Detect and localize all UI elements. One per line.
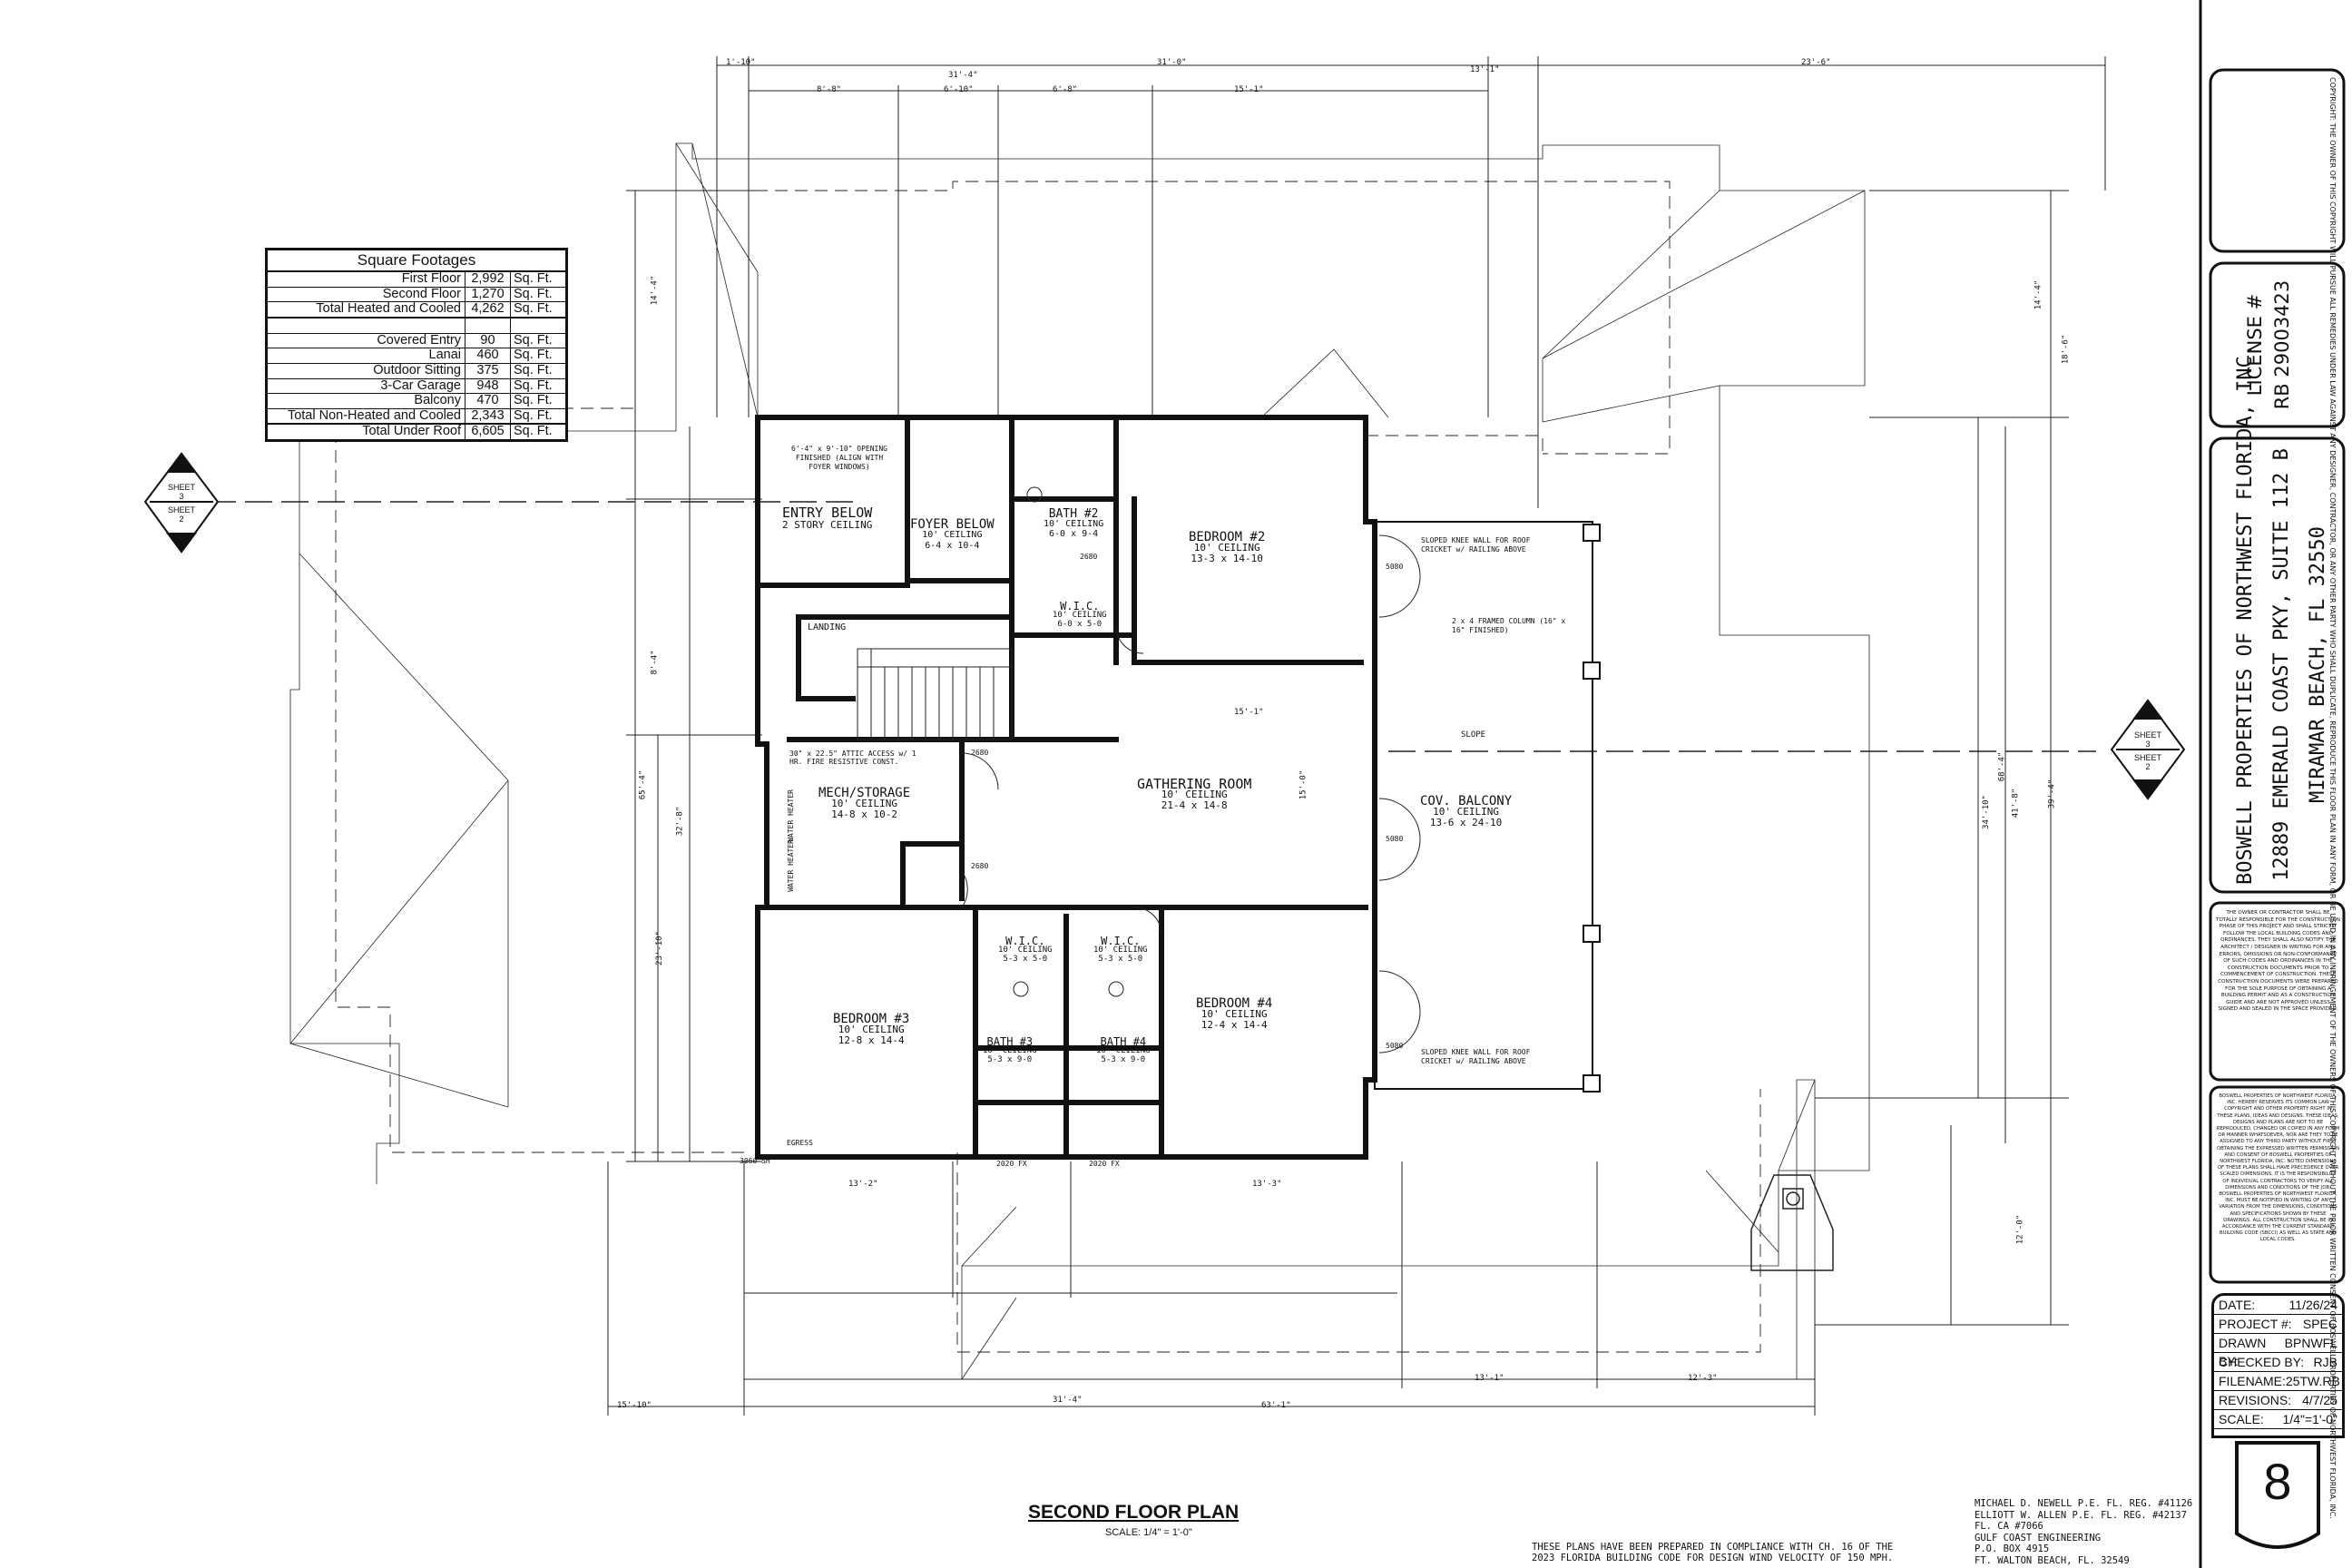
owner-note: THE OWNER OR CONTRACTOR SHALL BE TOTALLY…: [2216, 910, 2340, 1013]
sheet-number: 8: [2263, 1453, 2292, 1510]
roof-outline: [691, 143, 1870, 1380]
info-row: SCALE:1/4"=1'-0": [2214, 1410, 2342, 1429]
copyright-block: COPYRIGHT: THE OWNER OF THIS COPYRIGHT W…: [2328, 77, 2337, 1519]
sqft-title: Square Footages: [268, 250, 565, 272]
info-row: DRAWN BY:BPNWFL: [2214, 1334, 2342, 1368]
roof-left: [289, 142, 692, 1184]
company-block: BOSWELL PROPERTIES OF NORTHWEST FLORIDA,…: [2234, 343, 2329, 885]
info-row: PROJECT #:SPEC: [2214, 1315, 2342, 1334]
drawing-title: SECOND FLOOR PLAN: [1028, 1502, 1240, 1523]
section-marker-left: [143, 452, 220, 554]
info-row: FILENAME:25TW.RB: [2214, 1372, 2342, 1391]
engineer-block: MICHAEL D. NEWELL P.E. FL. REG. #41126 E…: [1975, 1498, 2193, 1566]
compliance-note: THESE PLANS HAVE BEEN PREPARED IN COMPLI…: [1532, 1542, 1894, 1563]
sqft-spacer: [268, 318, 565, 334]
drawing-scale: SCALE: 1/4" = 1'-0": [1105, 1527, 1192, 1538]
project-info: DATE:11/26/24 PROJECT #:SPEC DRAWN BY:BP…: [2211, 1293, 2345, 1438]
boswell-note: BOSWELL PROPERTIES OF NORTHWEST FLORIDA,…: [2216, 1093, 2340, 1243]
info-row: DATE:11/26/24: [2214, 1296, 2342, 1315]
info-row: REVISIONS:4/7/25: [2214, 1391, 2342, 1410]
exterior-wall: [755, 415, 1377, 1160]
info-row: CHECKED BY:RJB: [2214, 1353, 2342, 1372]
section-marker-right: [2110, 699, 2186, 800]
